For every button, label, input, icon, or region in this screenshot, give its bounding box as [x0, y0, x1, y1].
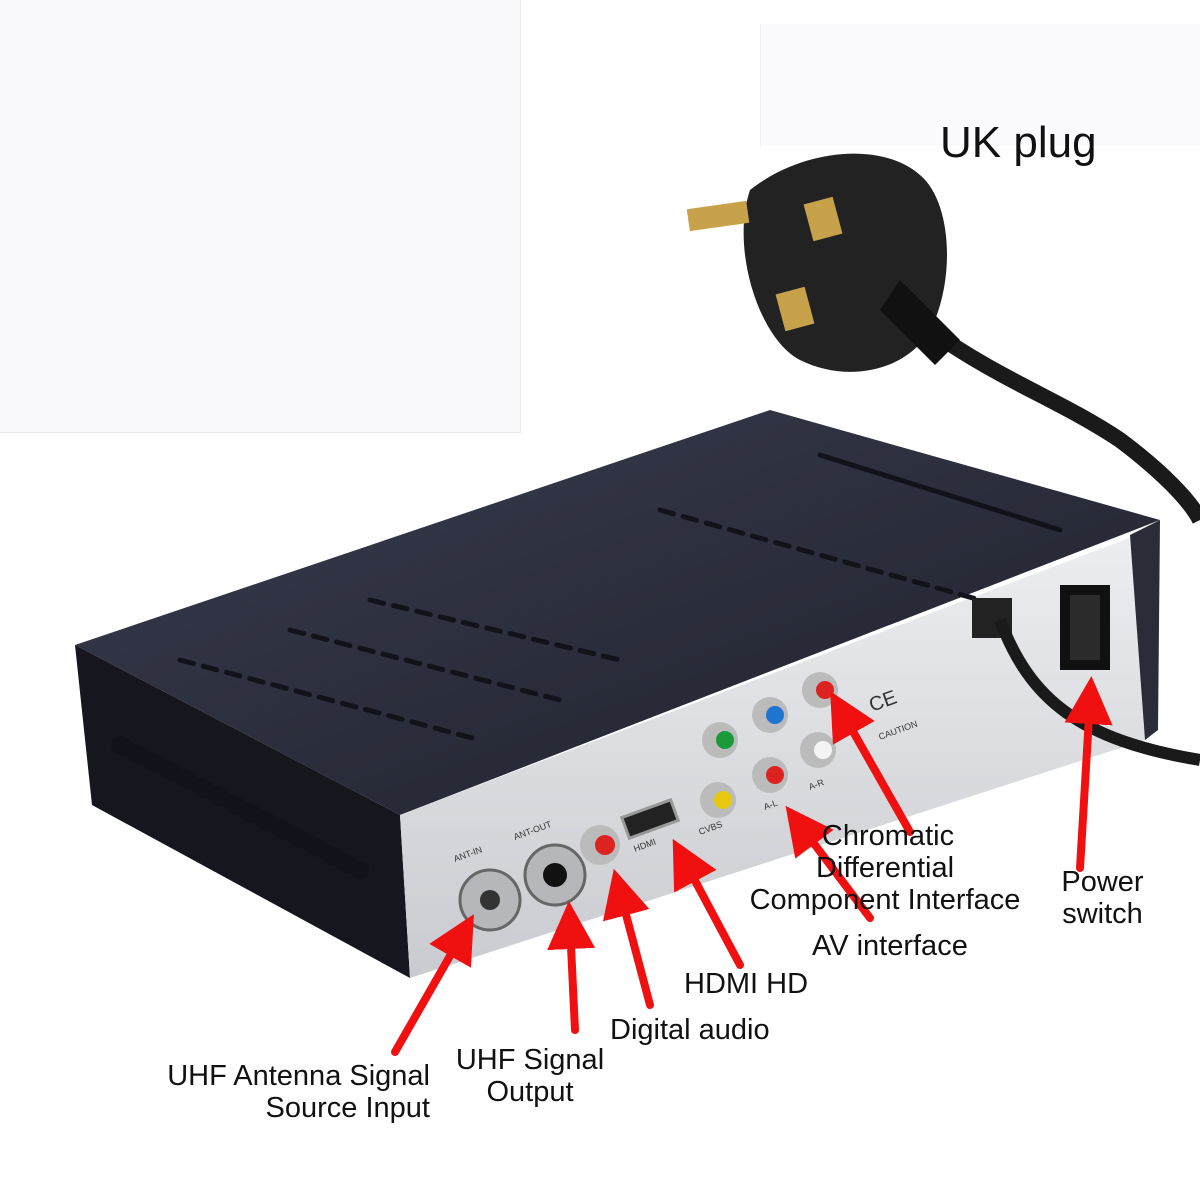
blank-panel: [0, 0, 521, 433]
power-line-2: switch: [1062, 898, 1143, 930]
blank-panel-top: [760, 24, 1200, 146]
component-line-2: Differential: [815, 852, 955, 884]
arrow-uhf-output: [547, 901, 596, 1034]
hdmi-port: [619, 797, 681, 841]
al-marking: A-L: [762, 798, 779, 812]
hdmi-label: HDMI HD: [684, 968, 809, 1000]
component-label: Chromatic Differential Component Interfa…: [735, 820, 1035, 916]
rear-panel: [400, 530, 1150, 978]
component-line-1: Chromatic: [821, 820, 955, 852]
uhf-input-line-1: UHF Antenna Signal: [167, 1060, 430, 1092]
power-line-1: Power: [1061, 866, 1144, 898]
uhf-output-line-2: Output: [486, 1076, 574, 1108]
arrow-power: [1064, 676, 1113, 872]
callout-arrows: [391, 676, 1113, 1056]
uhf-output-line-1: UHF Signal: [455, 1044, 605, 1076]
component-line-3: Component Interface: [749, 884, 1021, 916]
power-label: Power switch: [1050, 866, 1155, 930]
uhf-input-line-2: Source Input: [265, 1092, 430, 1124]
connectors: [458, 585, 1200, 932]
av-label: AV interface: [812, 930, 968, 962]
arrow-av: [785, 805, 874, 922]
uhf-input-label: UHF Antenna Signal Source Input: [120, 1060, 430, 1124]
arrow-uhf-input: [391, 914, 474, 1056]
uk-plug-label: UK plug: [940, 118, 1097, 167]
uk-plug: [686, 153, 1200, 524]
arrow-hdmi: [672, 838, 744, 969]
arrow-digital-audio: [602, 868, 654, 1009]
digital-audio-label: Digital audio: [610, 1014, 770, 1046]
uhf-output-label: UHF Signal Output: [440, 1044, 620, 1108]
arrow-component: [830, 691, 914, 836]
case-top: [75, 410, 1160, 815]
